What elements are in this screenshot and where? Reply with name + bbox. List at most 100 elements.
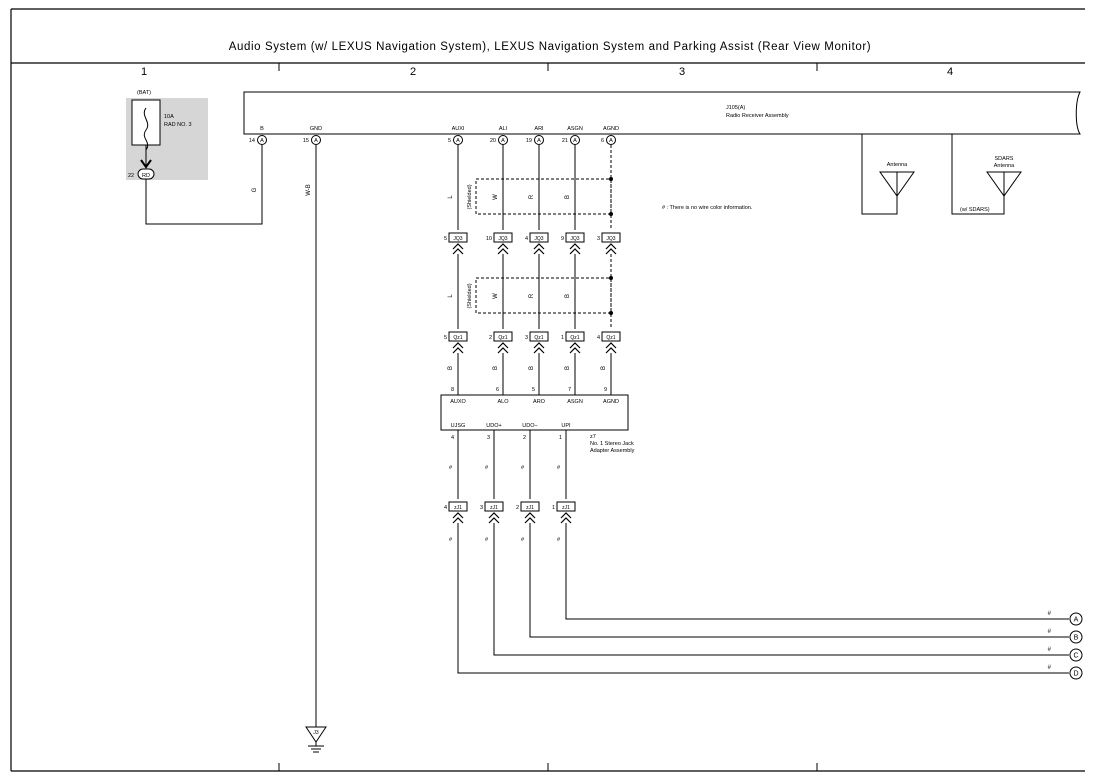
wire-color-lower-4: B — [565, 366, 571, 370]
wire-color-unknown: # — [557, 537, 561, 543]
jack-top-pin-name: ARO — [533, 399, 546, 405]
connector-box — [448, 331, 468, 342]
offpage-connector-label: A — [1074, 617, 1079, 624]
connector-pin-number: 4 — [597, 335, 600, 341]
wire-color-ali-2: W — [493, 293, 499, 299]
wire-color-unknown: # — [449, 537, 453, 543]
radio-pin-circle — [257, 135, 267, 145]
radio-pin-name: AUXI — [452, 126, 465, 132]
ground-label: J3 — [313, 730, 319, 736]
wire-color-unknown: # — [1048, 611, 1052, 617]
offpage-connector-label: B — [1074, 635, 1079, 642]
offpage-connector-circle — [1069, 612, 1083, 626]
fuse-source: (BAT) — [137, 90, 151, 96]
offpage-connector-circle — [1069, 648, 1083, 662]
connector-box — [493, 232, 513, 243]
offpage-connector-circle — [1069, 630, 1083, 644]
wire-color-unknown: # — [485, 465, 489, 471]
connector-box — [565, 232, 585, 243]
connector-pin-number: 5 — [444, 335, 447, 341]
radio-pin-connector-letter: A — [314, 138, 318, 144]
wire-color-ali-1: W — [493, 194, 499, 200]
wire-color-ari-2: R — [529, 293, 535, 298]
radio-pin-connector-letter: A — [260, 138, 264, 144]
radio-pin-connector-letter: A — [537, 138, 541, 144]
connector-pin-number: 1 — [561, 335, 564, 341]
jack-top-pin-number: 5 — [532, 387, 535, 393]
wire-color-auxi-2: L — [448, 294, 454, 298]
unknown-color-labels: ############ — [449, 465, 1052, 671]
wire-color-unknown: # — [521, 537, 525, 543]
connector-pin-number: 2 — [489, 335, 492, 341]
wire-color-auxi-1: L — [448, 195, 454, 199]
connector-box — [529, 232, 549, 243]
connector-pin-number: 4 — [444, 505, 447, 511]
wire-color-unknown: # — [521, 465, 525, 471]
wire-color-g: G — [252, 187, 258, 192]
radio-pin-connector-letter: A — [501, 138, 505, 144]
shielded-label-1: (Shielded) — [467, 184, 473, 209]
jack-top-pin-name: ASGN — [567, 399, 583, 405]
radio-pin-circle — [570, 135, 580, 145]
jack-top-pin-number: 8 — [451, 387, 454, 393]
connector-pin-number: 3 — [597, 236, 600, 242]
connector-arrow — [488, 512, 500, 524]
wire-color-asgn-2: B — [565, 294, 571, 298]
jack-bottom-pin-name: UDO− — [522, 423, 537, 429]
wire-color-wb: W-B — [306, 184, 312, 196]
column-number-2: 2 — [410, 66, 416, 78]
connector-box — [601, 331, 621, 342]
column-number-4: 4 — [947, 66, 953, 78]
wire-color-unknown: # — [1048, 629, 1052, 635]
wire-color-lower-3: B — [529, 366, 535, 370]
connector-box — [565, 331, 585, 342]
wire-color-lower-2: B — [493, 366, 499, 370]
connector-pin-number: 3 — [480, 505, 483, 511]
diagram-title: Audio System (w/ LEXUS Navigation System… — [229, 41, 872, 53]
jack-top-pin-name: AUXO — [450, 399, 466, 405]
wire-color-unknown: # — [557, 465, 561, 471]
jack-top-pin-number: 7 — [568, 387, 571, 393]
radio-pin-circle — [453, 135, 463, 145]
wire-color-asgn-1: B — [565, 195, 571, 199]
connector-arrow — [497, 342, 509, 354]
connector-box — [484, 501, 504, 512]
connector-arrow — [560, 512, 572, 524]
radio-pin-connector-letter: A — [456, 138, 460, 144]
radio-name: Radio Receiver Assembly — [726, 113, 789, 119]
jack-bottom-pin-number: 3 — [487, 435, 490, 441]
connector-arrow — [533, 342, 545, 354]
connector-pin-number: 4 — [525, 236, 528, 242]
radio-pin-name: AGND — [603, 126, 619, 132]
fuse-rad-no3: (BAT) 10A RAD NO. 3 22 RD — [126, 90, 208, 180]
connector-name: Qz1 — [570, 335, 579, 341]
radio-pin-connector-letter: A — [609, 138, 613, 144]
radio-pin-number: 20 — [490, 138, 496, 144]
frame — [10, 8, 1085, 772]
sdars-condition: (w/ SDARS) — [960, 207, 990, 213]
connector-arrow — [533, 243, 545, 255]
sdars-label-line1: SDARS — [995, 156, 1014, 162]
connector-arrow — [569, 243, 581, 255]
connector-arrow — [497, 243, 509, 255]
connector-arrow — [452, 342, 464, 354]
jack-bottom-pin-number: 1 — [559, 435, 562, 441]
antenna — [861, 134, 915, 215]
radio-pin-circle — [606, 135, 616, 145]
fuse-pin-number: 22 — [128, 173, 134, 179]
radio-pin-connector-letter: A — [573, 138, 577, 144]
jack-pins: 8AUXO6ALO5ARO7ASGN9AGNDUJSG4UDO+3UDO−2UP… — [450, 387, 619, 441]
fuse-rating: 10A — [164, 114, 174, 120]
radio-pin-number: 19 — [526, 138, 532, 144]
connector-name: Qz1 — [606, 335, 615, 341]
wire-color-unknown: # — [485, 537, 489, 543]
connector-pin-number: 9 — [561, 236, 564, 242]
radio-pin-name: ARI — [534, 126, 544, 132]
jack-name-line1: No. 1 Stereo Jack — [590, 441, 634, 447]
offpage-connector-label: C — [1073, 653, 1078, 660]
connector-name: JQ3 — [498, 236, 507, 242]
